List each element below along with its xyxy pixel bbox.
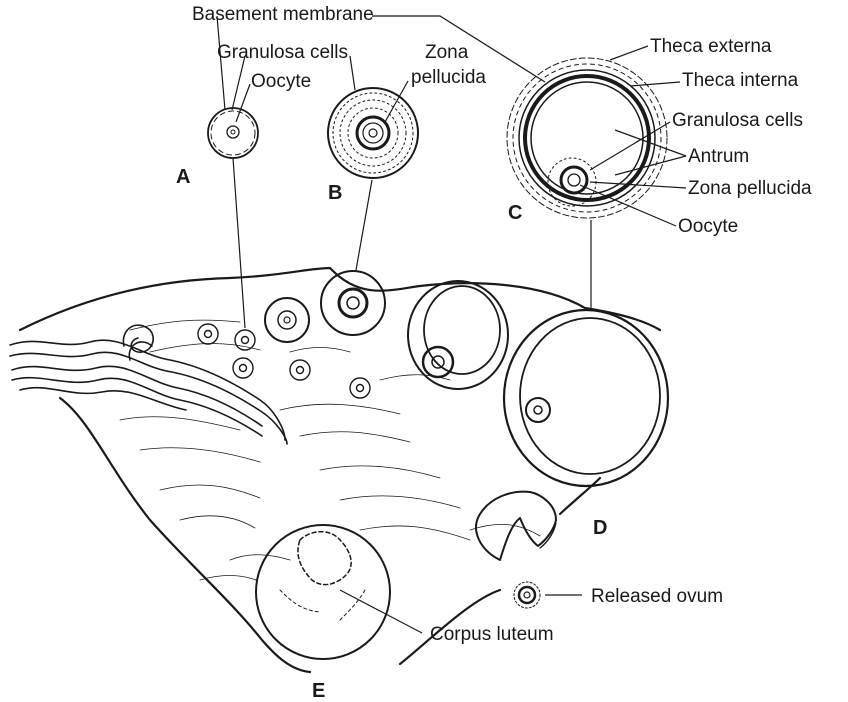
label-theca-externa: Theca externa xyxy=(650,36,772,57)
secondary-follicle-in-ovary xyxy=(321,271,385,335)
follicle-b-detail xyxy=(328,88,418,178)
label-zona-pellucida-b-line2: pellucida xyxy=(411,67,486,88)
label-zona-pellucida-c: Zona pellucida xyxy=(688,178,812,199)
primordial-follicles xyxy=(198,324,370,398)
label-granulosa-cells-c: Granulosa cells xyxy=(672,110,803,131)
leader-lines xyxy=(217,16,686,633)
early-antral-follicle xyxy=(408,281,508,389)
label-oocyte-a: Oocyte xyxy=(251,71,311,92)
graafian-follicle-in-ovary xyxy=(504,310,668,486)
label-antrum: Antrum xyxy=(688,146,749,167)
label-basement-membrane: Basement membrane xyxy=(192,4,374,25)
label-zona-pellucida-b-line1: Zona xyxy=(425,42,469,63)
label-granulosa-cells-a: Granulosa cells xyxy=(217,42,348,63)
stage-letter-b: B xyxy=(328,182,342,204)
corpus-luteum-e xyxy=(256,525,390,659)
stage-letter-c: C xyxy=(508,202,522,224)
label-corpus-luteum: Corpus luteum xyxy=(430,624,554,645)
stroma-texture xyxy=(120,320,540,580)
released-ovum xyxy=(514,582,540,608)
stage-letter-e: E xyxy=(312,680,325,702)
stage-letter-d: D xyxy=(593,517,607,539)
primary-follicle-in-ovary xyxy=(265,298,309,342)
follicle-a-detail xyxy=(208,108,258,158)
label-oocyte-c: Oocyte xyxy=(678,216,738,237)
ovary-outline xyxy=(20,268,660,672)
label-theca-interna: Theca interna xyxy=(682,70,799,91)
stage-letter-a: A xyxy=(176,166,190,188)
label-released-ovum: Released ovum xyxy=(591,586,723,607)
